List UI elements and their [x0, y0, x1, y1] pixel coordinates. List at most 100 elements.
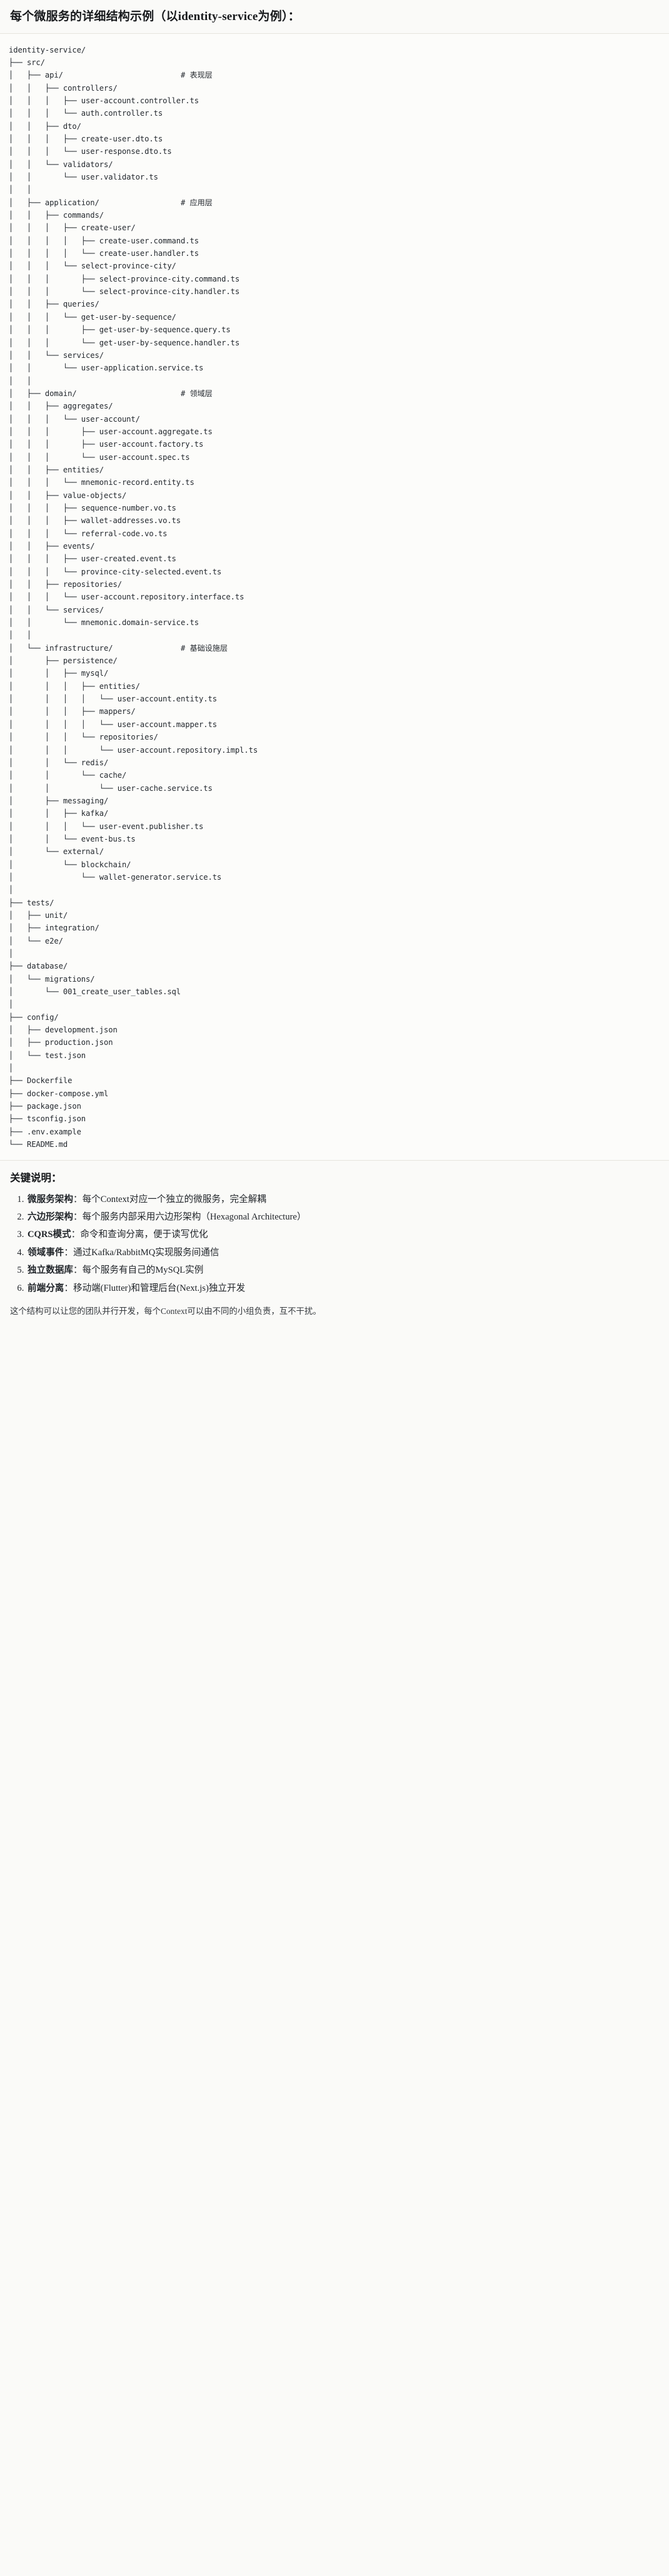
tree-line: │ │ │ │ └── create-user.handler.ts: [9, 249, 199, 258]
tree-line: │ │ └── validators/: [9, 160, 113, 169]
tree-line: │ │ └── cache/: [9, 771, 127, 780]
tree-line: │ │ │ ├── sequence-number.vo.ts: [9, 503, 176, 512]
tree-line: │ │ └── user.validator.ts: [9, 173, 158, 182]
tree-line: │ └── migrations/: [9, 974, 95, 984]
tree-line: │ └── test.json: [9, 1051, 86, 1060]
tree-line: │ │ │ ├── entities/: [9, 681, 140, 691]
tree-line: │ │ │ ├── mappers/: [9, 707, 136, 716]
tree-line: │ │ └── event-bus.ts: [9, 834, 136, 843]
key-note-text: ：每个Context对应一个独立的微服务，完全解耦: [73, 1194, 266, 1204]
tree-line: │ │ │ ├── create-user.dto.ts: [9, 135, 163, 143]
tree-line: │ ├── api/ # 表现层: [9, 71, 213, 80]
tree-line: │ │ │ └── select-province-city/: [9, 262, 176, 271]
key-note-term: 前端分离: [28, 1283, 64, 1293]
tree-line: │ │ ├── entities/: [9, 465, 104, 474]
tree-line: │ │ │ ├── user-account.factory.ts: [9, 440, 204, 449]
tree-line: ├── tsconfig.json: [9, 1114, 86, 1124]
tree-line: ├── config/: [9, 1012, 59, 1022]
tree-line: │ │ ├── value-objects/: [9, 491, 127, 500]
key-note-item: 微服务架构：每个Context对应一个独立的微服务，完全解耦: [26, 1191, 659, 1208]
tree-line: │ │ │ └── user-account/: [9, 414, 140, 424]
tree-line: │ │ ├── commands/: [9, 211, 104, 220]
tree-line: │ │ ├── repositories/: [9, 580, 122, 589]
tree-line: │ │ │ └── province-city-selected.event.t…: [9, 567, 222, 576]
tree-line: │ │ ├── dto/: [9, 121, 81, 131]
tree-line: │ │ │ │ ├── create-user.command.ts: [9, 236, 199, 245]
key-note-term: 六边形架构: [28, 1211, 73, 1222]
tree-line: │ │ ├── queries/: [9, 300, 99, 309]
document-page: 每个微服务的详细结构示例（以identity-service为例）： ident…: [0, 0, 669, 1325]
tree-line: │ │ │ └── user-account.repository.interf…: [9, 593, 244, 602]
tree-line: │ │ ├── mysql/: [9, 669, 109, 678]
key-note-item: 前端分离：移动端(Flutter)和管理后台(Next.js)独立开发: [26, 1280, 659, 1297]
tree-line: │ │ │ └── mnemonic-record.entity.ts: [9, 478, 194, 487]
tree-line: │ │ │ └── get-user-by-sequence/: [9, 312, 176, 322]
tree-line: │ ├── development.json: [9, 1026, 118, 1035]
tree-line: identity-service/: [9, 45, 86, 54]
tree-line: │ │ └── services/: [9, 350, 104, 360]
tree-line: │ │ ├── controllers/: [9, 83, 118, 93]
tree-line: │ └── blockchain/: [9, 860, 131, 869]
tree-line: │ │: [9, 376, 32, 385]
title-divider: [0, 33, 669, 34]
tree-line: │ │ └── user-application.service.ts: [9, 364, 204, 373]
tree-line: ├── tests/: [9, 898, 54, 907]
directory-tree-block: identity-service/ ├── src/ │ ├── api/ # 表现…: [0, 33, 669, 1160]
tree-line: │: [9, 885, 14, 895]
tree-line: │ │ └── services/: [9, 605, 104, 614]
key-note-text: ：通过Kafka/RabbitMQ实现服务间通信: [64, 1247, 219, 1258]
key-note-item: 独立数据库：每个服务有自己的MySQL实例: [26, 1261, 659, 1279]
tree-line: │: [9, 949, 14, 958]
key-note-term: 独立数据库: [28, 1265, 73, 1276]
tree-line: │ └── e2e/: [9, 936, 63, 945]
tree-line: │ │: [9, 631, 32, 640]
key-note-text: ：命令和查询分离，便于读写优化: [71, 1229, 208, 1240]
tree-line: │ │ ├── aggregates/: [9, 402, 113, 411]
tree-line: │ │ │ └── referral-code.vo.ts: [9, 529, 168, 538]
tree-line: │ ├── domain/ # 领域层: [9, 389, 213, 398]
tree-line: │ │ │ └── repositories/: [9, 733, 158, 742]
tree-line: │ │ │ └── auth.controller.ts: [9, 109, 163, 118]
key-note-term: 微服务架构: [28, 1194, 73, 1204]
key-note-term: CQRS模式: [28, 1229, 71, 1240]
directory-tree: identity-service/ ├── src/ │ ├── api/ # 表现…: [9, 44, 660, 1151]
key-note-item: CQRS模式：命令和查询分离，便于读写优化: [26, 1226, 659, 1243]
tree-line: ├── src/: [9, 58, 45, 67]
tree-line: │ │ │ ├── user-account.controller.ts: [9, 96, 199, 105]
page-title: 每个微服务的详细结构示例（以identity-service为例）：: [10, 10, 300, 23]
tree-line: │: [9, 1000, 14, 1009]
tree-line: │ │ │ ├── get-user-by-sequence.query.ts: [9, 325, 231, 335]
closing-paragraph: 这个结构可以让您的团队并行开发，每个Context可以由不同的小组负责，互不干扰…: [10, 1306, 321, 1316]
tree-line: │ └── wallet-generator.service.ts: [9, 872, 222, 882]
key-note-text: ：移动端(Flutter)和管理后台(Next.js)独立开发: [64, 1283, 246, 1293]
tree-line: ├── database/: [9, 962, 68, 971]
tree-line: │ └── infrastructure/ # 基础设施层: [9, 643, 228, 653]
tree-line: │ │ │ │ └── user-account.mapper.ts: [9, 720, 217, 729]
tree-line: ├── .env.example: [9, 1127, 81, 1136]
tree-line: │ │ │ └── user-account.repository.impl.t…: [9, 745, 258, 755]
tree-line: │ ├── production.json: [9, 1038, 113, 1047]
tree-divider: [0, 1159, 669, 1161]
tree-line: │ │ │ ├── user-created.event.ts: [9, 554, 176, 564]
tree-line: │ │ │ └── user-response.dto.ts: [9, 147, 172, 156]
tree-line: │ ├── unit/: [9, 910, 68, 920]
tree-line: │ ├── integration/: [9, 924, 99, 933]
tree-line: └── README.md: [9, 1140, 68, 1149]
tree-line: │ ├── messaging/: [9, 796, 109, 805]
tree-line: │ │ ├── kafka/: [9, 809, 109, 818]
key-note-text: ：每个服务内部采用六边形架构（Hexagonal Architecture）: [73, 1211, 306, 1222]
tree-line: │: [9, 1064, 14, 1073]
tree-line: ├── docker-compose.yml: [9, 1089, 109, 1098]
key-notes-title: 关键说明：: [10, 1171, 62, 1184]
tree-line: ├── Dockerfile: [9, 1076, 73, 1086]
key-notes-list: 微服务架构：每个Context对应一个独立的微服务，完全解耦六边形架构：每个服务…: [10, 1191, 659, 1298]
tree-line: │ │ └── redis/: [9, 758, 109, 767]
tree-line: │ │ │ │ └── user-account.entity.ts: [9, 695, 217, 704]
tree-line: │ │ └── user-cache.service.ts: [9, 783, 213, 793]
key-notes-section: 关键说明： 微服务架构：每个Context对应一个独立的微服务，完全解耦六边形架…: [0, 1161, 669, 1326]
tree-line: │ │ │ └── user-account.spec.ts: [9, 452, 190, 462]
tree-line: │ ├── persistence/: [9, 656, 118, 666]
key-note-item: 领域事件：通过Kafka/RabbitMQ实现服务间通信: [26, 1244, 659, 1261]
tree-line: │ │ ├── events/: [9, 542, 95, 551]
key-note-term: 领域事件: [28, 1247, 64, 1258]
